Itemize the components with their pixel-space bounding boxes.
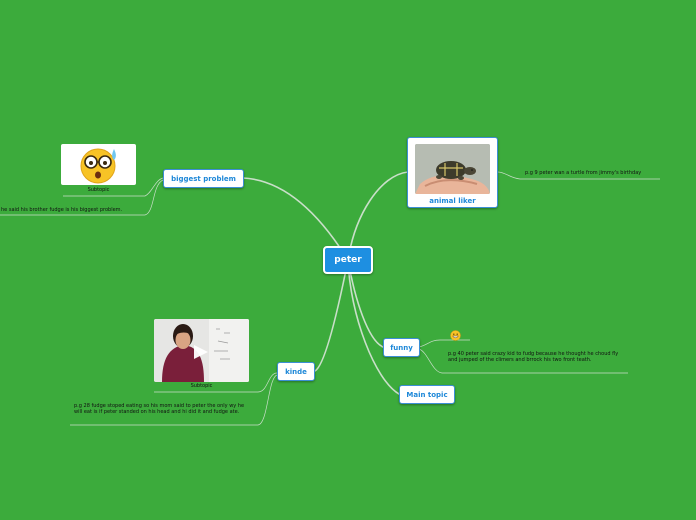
link-kinde-to-image [154, 372, 278, 393]
topic-kinde-label: kinde [285, 367, 307, 376]
root-label: peter [334, 255, 362, 265]
funny-note: p.g 40 peter said crazy kid to fudg beca… [448, 351, 619, 364]
link-kinde-to-note [70, 374, 278, 426]
link-biggest-to-note [0, 179, 164, 216]
link-root-biggest-problem [242, 177, 349, 261]
biggest-problem-note: he said his brother fudge is his biggest… [1, 207, 123, 213]
topic-animal-liker-label: animal liker [429, 197, 476, 205]
root-node-peter[interactable]: peter [323, 246, 373, 274]
topic-biggest-problem[interactable]: biggest problem [163, 169, 244, 188]
topic-biggest-problem-label: biggest problem [171, 174, 236, 183]
link-root-kinde [314, 259, 349, 372]
nerd-face-emoji-icon [61, 144, 136, 185]
topic-main-topic[interactable]: Main topic [399, 385, 455, 404]
link-funny-to-note [418, 348, 628, 374]
kinde-note: p.g 28 fudge stoped eating so his mom sa… [74, 403, 245, 416]
video-thumbnail-play-icon[interactable] [154, 319, 249, 382]
animal-liker-note: p.g 9 peter wan a turtle from jimmy's bi… [525, 170, 642, 176]
topic-animal-liker[interactable]: animal liker [407, 137, 498, 208]
link-root-main-topic [347, 259, 400, 395]
link-animal-to-note [497, 171, 660, 180]
link-biggest-to-image [63, 177, 164, 197]
topic-funny[interactable]: funny [383, 338, 420, 357]
link-root-animal-liker [347, 171, 409, 261]
topic-kinde[interactable]: kinde [277, 362, 315, 381]
biggest-problem-image-caption: Subtopic [87, 187, 110, 193]
topic-main-topic-label: Main topic [406, 390, 448, 399]
kinde-image-caption: Subtopic [190, 383, 213, 389]
turtle-in-hand-photo [415, 144, 490, 194]
topic-funny-label: funny [390, 343, 413, 352]
grinning-face-emoji-icon [450, 326, 461, 341]
link-funny-to-emoji [418, 339, 470, 348]
